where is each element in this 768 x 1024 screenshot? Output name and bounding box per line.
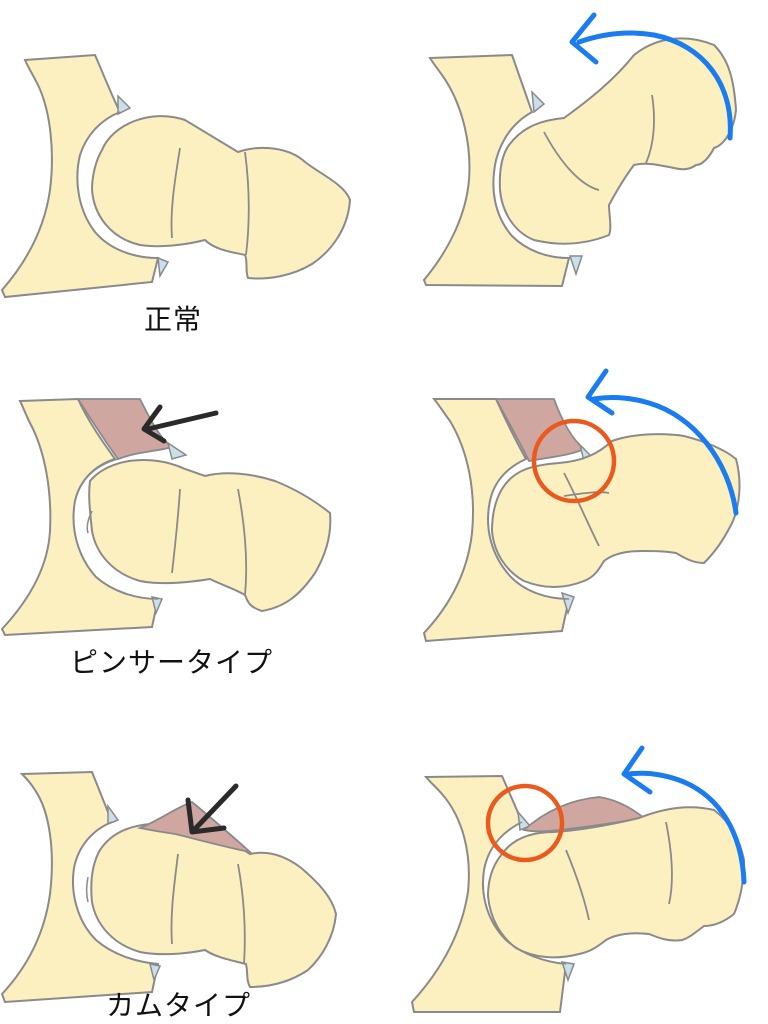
femur-neck-line bbox=[171, 488, 181, 574]
pointer-arrow-icon bbox=[141, 404, 219, 444]
hip-joint-normal-neutral bbox=[0, 53, 352, 299]
joint-space bbox=[487, 458, 570, 600]
femur-neck-line bbox=[170, 853, 179, 945]
joint-space bbox=[72, 821, 159, 965]
pointer-arrow-icon bbox=[185, 783, 239, 835]
labrum-top bbox=[166, 441, 188, 460]
labrum-bottom bbox=[150, 596, 164, 616]
labrum-top bbox=[107, 803, 120, 826]
femur-shaft-line bbox=[645, 94, 655, 164]
curved-arrow-icon bbox=[621, 745, 747, 885]
femur-shaft-line bbox=[237, 863, 246, 965]
hip-joint-normal-rotated bbox=[422, 12, 738, 288]
femur-neck-line bbox=[565, 849, 590, 921]
pincer-overgrowth bbox=[76, 398, 175, 461]
labrum-top bbox=[531, 89, 546, 114]
femur-shaft-line bbox=[563, 491, 610, 497]
hip-joint-pincer-rotated bbox=[422, 368, 741, 643]
diagram-normal-rotated bbox=[384, 0, 768, 341]
joint-space bbox=[482, 821, 567, 965]
labrum-bottom bbox=[157, 256, 170, 279]
labrum-bottom bbox=[568, 255, 584, 277]
femur-head-line bbox=[85, 876, 89, 903]
circle-marker-icon bbox=[485, 783, 565, 863]
hip-joint-cam-neutral bbox=[0, 770, 338, 1004]
diagram-cam-neutral: カムタイプ bbox=[0, 682, 384, 1023]
femur-neck-line bbox=[543, 131, 600, 191]
femur-shaft-line bbox=[244, 151, 250, 256]
hip-joint-cam-rotated bbox=[410, 745, 747, 1013]
femur-shape bbox=[498, 37, 738, 245]
diagram-pincer-rotated bbox=[384, 341, 768, 682]
circle-marker-icon bbox=[531, 418, 617, 504]
diagram-cam-rotated bbox=[384, 682, 768, 1023]
curved-arrow-icon bbox=[569, 12, 733, 141]
curved-arrow-icon bbox=[585, 368, 739, 516]
femur-neck-line bbox=[563, 472, 600, 547]
labrum-bottom bbox=[148, 963, 162, 983]
labrum-bottom bbox=[560, 961, 576, 983]
joint-space bbox=[72, 458, 159, 600]
label-normal: 正常 bbox=[144, 303, 203, 336]
femur-shaft-line bbox=[237, 488, 248, 596]
diagram-pincer-neutral: ピンサータイプ bbox=[0, 341, 384, 682]
femur-shape bbox=[490, 433, 741, 588]
femur-head-line bbox=[86, 510, 93, 534]
labrum-bottom bbox=[560, 591, 575, 616]
femur-shaft-line bbox=[665, 821, 673, 905]
label-cam: カムタイプ bbox=[106, 989, 252, 1022]
joint-space bbox=[492, 111, 570, 259]
joint-space bbox=[76, 111, 159, 259]
label-pincer: ピンサータイプ bbox=[70, 646, 274, 679]
femur-shape bbox=[88, 458, 332, 613]
diagram-normal-neutral: 正常 bbox=[0, 0, 384, 341]
labrum-top bbox=[117, 94, 132, 116]
hip-joint-pincer-neutral bbox=[0, 397, 332, 637]
femur-shape bbox=[90, 115, 352, 280]
femur-neck-line bbox=[170, 147, 181, 239]
